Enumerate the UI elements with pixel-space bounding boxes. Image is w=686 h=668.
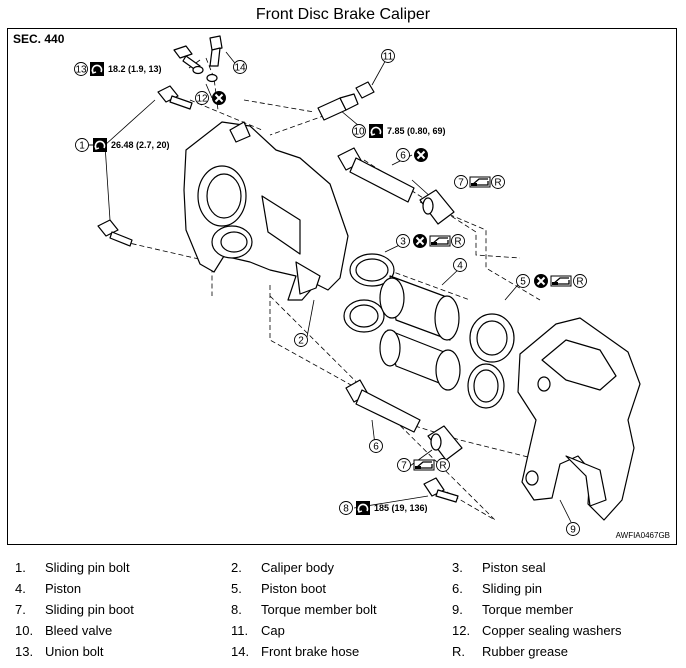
sliding-pin-upper-part [337,147,415,203]
legend-item: 6.Sliding pin [452,581,542,596]
section-label: SEC. 440 [13,32,65,46]
svg-text:8: 8 [343,504,349,515]
callout-8: 8 185 (19, 136) [339,500,428,516]
callout-9: 9 [566,522,580,536]
svg-text:4: 4 [457,261,463,272]
diagram-title: Front Disc Brake Caliper [255,6,431,23]
piston-seals-part [343,253,395,333]
legend-item: R.Rubber grease [452,644,568,659]
callout-number: 13 [75,65,87,76]
callout-7-lower: 7 R [397,458,450,472]
svg-text:2: 2 [298,336,304,347]
diagram-frame [7,28,677,545]
figure-reference: AWFIA0467GB [615,531,670,540]
legend-item: 2.Caliper body [231,560,334,575]
sliding-pin-lower-part [345,379,421,433]
callout-14: 14 [233,60,247,74]
svg-text:11: 11 [383,52,394,63]
rubber-grease-icon [550,275,572,287]
torque-wrench-icon [89,61,105,77]
callout-3: 3 R [396,233,465,249]
legend-item: 8.Torque member bolt [231,602,377,617]
brake-hose-part [209,35,223,67]
callout-6-upper: 6 [396,147,429,163]
replace-part-icon [413,147,429,163]
sliding-pin-bolt-lower-part [97,219,133,247]
callout-2: 2 [294,333,308,347]
svg-text:185 (19, 136): 185 (19, 136) [374,503,428,513]
svg-text:7.85 (0.80, 69): 7.85 (0.80, 69) [387,126,446,136]
legend-item: 12.Copper sealing washers [452,623,622,638]
svg-text:1: 1 [79,141,85,152]
legend-item: 10.Bleed valve [15,623,113,638]
cap-part [355,81,375,99]
svg-text:R: R [439,461,446,472]
callout-7-upper: 7 R [454,175,505,189]
svg-text:R: R [494,178,501,189]
svg-text:6: 6 [373,442,379,453]
callout-4: 4 [453,258,467,272]
legend-item: 11.Cap [231,623,285,638]
rubber-grease-icon [469,176,491,188]
callout-1: 1 26.48 (2.7, 20) [75,137,170,153]
torque-member-part [517,317,641,521]
legend-item: 7.Sliding pin boot [15,602,134,617]
rubber-grease-icon [429,235,451,247]
rubber-grease-icon [413,459,435,471]
svg-text:R: R [576,277,583,288]
svg-text:6: 6 [400,151,406,162]
torque-value: 18.2 (1.9, 13) [108,64,162,74]
svg-text:12: 12 [196,94,208,105]
legend-item: 4.Piston [15,581,82,596]
callout-11: 11 [381,49,395,63]
svg-text:5: 5 [520,277,526,288]
legend-item: 1.Sliding pin bolt [15,560,130,575]
callout-13: 13 18.2 (1.9, 13) [74,61,162,77]
sliding-pin-bolt-upper-part [157,85,193,110]
replace-part-icon [533,273,549,289]
torque-wrench-icon [368,123,384,139]
copper-washers-part [192,65,218,83]
legend-item: 3.Piston seal [452,560,546,575]
caliper-body-part [183,121,349,301]
svg-text:14: 14 [234,63,246,74]
svg-text:26.48 (2.7, 20): 26.48 (2.7, 20) [111,140,170,150]
legend-item: 5.Piston boot [231,581,327,596]
svg-text:9: 9 [570,525,576,536]
svg-text:10: 10 [353,127,365,138]
callouts: 13 18.2 (1.9, 13) 14 12 1 26.48 (2.7, 20… [74,49,587,536]
bleed-valve-part [317,93,359,121]
torque-wrench-icon [355,500,371,516]
replace-part-icon [211,90,227,106]
torque-member-bolt-part [423,477,459,503]
replace-part-icon [412,233,428,249]
torque-wrench-icon [92,137,108,153]
piston-boots-part [467,313,515,409]
svg-text:3: 3 [400,237,406,248]
pistons-part [379,275,461,391]
callout-12: 12 [195,90,227,106]
sliding-pin-boot-lower-part [427,425,463,461]
svg-text:7: 7 [401,461,407,472]
callout-5: 5 R [516,273,587,289]
svg-text:7: 7 [458,178,464,189]
callout-10: 10 7.85 (0.80, 69) [352,123,446,139]
legend-item: 9.Torque member [452,602,574,617]
sliding-pin-boot-upper-part [419,189,455,225]
svg-text:R: R [454,237,461,248]
legend-item: 14.Front brake hose [231,644,360,659]
callout-6-lower: 6 [369,439,383,453]
legend-item: 13.Union bolt [15,644,104,659]
